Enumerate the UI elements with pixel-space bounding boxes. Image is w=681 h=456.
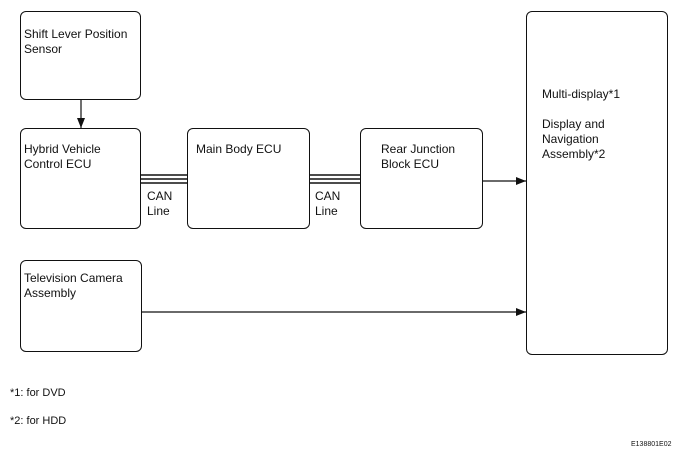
hybrid-ecu-box: Hybrid Vehicle Control ECU (20, 128, 141, 229)
rear-junction-ecu-label: Rear Junction Block ECU (381, 142, 456, 171)
hybrid-ecu-label: Hybrid Vehicle Control ECU (24, 142, 101, 171)
main-body-ecu-label: Main Body ECU (196, 142, 282, 156)
rear-junction-ecu-box: Rear Junction Block ECU (360, 128, 483, 229)
can-line-label-right: CAN Line (315, 189, 341, 218)
shift-lever-sensor-label: Shift Lever Position Sensor (24, 27, 128, 56)
footnote-1: *1: for DVD (10, 387, 66, 399)
main-body-ecu-box: Main Body ECU (187, 128, 310, 229)
television-camera-box: Television Camera Assembly (20, 260, 142, 352)
can-bus-right (309, 174, 360, 184)
can-line-label-left: CAN Line (147, 189, 173, 218)
can-bus-left (140, 174, 187, 184)
shift-lever-sensor-box: Shift Lever Position Sensor (20, 11, 141, 100)
multi-display-box: Multi-display*1 Display and Navigation A… (526, 11, 668, 355)
footnote-2: *2: for HDD (10, 415, 67, 427)
television-camera-label: Television Camera Assembly (24, 271, 123, 300)
figure-code: E138801E02 (631, 441, 672, 448)
multi-display-label: Multi-display*1 Display and Navigation A… (542, 87, 621, 161)
